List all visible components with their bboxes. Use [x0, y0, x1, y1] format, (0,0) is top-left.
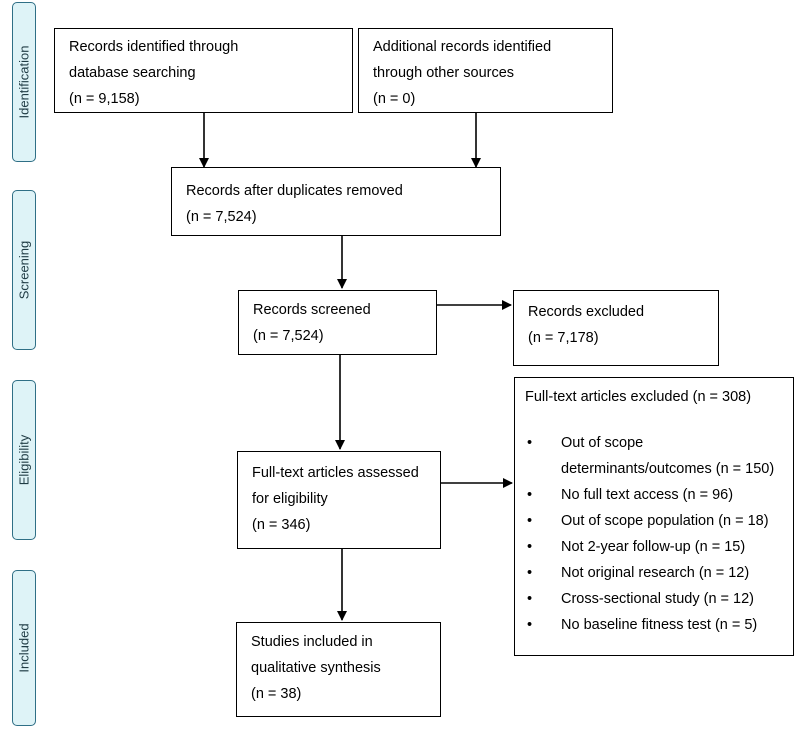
- fulltext-excluded-box: Full-text articles excluded (n = 308) • O…: [514, 377, 794, 656]
- records-after-duplicates-box: Records after duplicates removed (n = 7,…: [171, 167, 501, 236]
- studies-included-count: (n = 38): [251, 686, 302, 702]
- records-identified-other-box: Additional records identified through ot…: [358, 28, 613, 113]
- bullet-marker: •: [527, 539, 533, 555]
- fulltext-assessed-box: Full-text articles assessed for eligibil…: [237, 451, 441, 549]
- phase-included: Included: [12, 570, 36, 726]
- records-excluded-label: Records excluded: [528, 304, 645, 320]
- records-after-duplicates-label: Records after duplicates removed: [186, 183, 403, 199]
- exclusion-reason: • Not 2-year follow-up (n = 15): [525, 534, 779, 560]
- exclusion-reason-text: Not 2-year follow-up (n = 15): [561, 539, 746, 555]
- fulltext-assessed-line1: Full-text articles assessed: [252, 465, 419, 481]
- records-excluded-box: Records excluded (n = 7,178): [513, 290, 719, 366]
- records-screened-box: Records screened (n = 7,524): [238, 290, 437, 355]
- exclusion-reason-text: Out of scope population (n = 18): [561, 513, 769, 529]
- exclusion-reason-text: No full text access (n = 96): [561, 487, 734, 503]
- phase-eligibility: Eligibility: [12, 380, 36, 540]
- bullet-marker: •: [527, 617, 533, 633]
- records-identified-db-line1: Records identified through: [69, 39, 239, 55]
- studies-included-box: Studies included in qualitative synthesi…: [236, 622, 441, 717]
- records-screened-label: Records screened: [253, 302, 371, 318]
- fulltext-excluded-title: Full-text articles excluded (n = 308): [525, 389, 752, 405]
- bullet-marker: •: [527, 487, 533, 503]
- bullet-marker: •: [527, 565, 533, 581]
- bullet-marker: •: [527, 591, 533, 607]
- exclusion-reason-text: Cross-sectional study (n = 12): [561, 591, 755, 607]
- records-identified-db-line2: database searching: [69, 65, 196, 81]
- exclusion-reason-text: No baseline fitness test (n = 5): [561, 617, 758, 633]
- records-screened-count: (n = 7,524): [253, 328, 324, 344]
- bullet-marker: •: [527, 513, 533, 529]
- records-excluded-count: (n = 7,178): [528, 330, 599, 346]
- records-identified-db-box: Records identified through database sear…: [54, 28, 353, 113]
- exclusion-reason: • Out of scope: [525, 430, 779, 456]
- exclusion-reason-text: determinants/outcomes (n = 150): [561, 461, 775, 477]
- records-identified-other-line1: Additional records identified: [373, 39, 552, 55]
- records-identified-other-line2: through other sources: [373, 65, 515, 81]
- studies-included-line2: qualitative synthesis: [251, 660, 381, 676]
- phase-screening: Screening: [12, 190, 36, 350]
- exclusion-reason: • No baseline fitness test (n = 5): [525, 612, 779, 638]
- exclusion-reason: • Not original research (n = 12): [525, 560, 779, 586]
- fulltext-assessed-line2: for eligibility: [252, 491, 328, 507]
- exclusion-reasons-list: • Out of scope determinants/outcomes (n =…: [525, 430, 779, 638]
- records-after-duplicates-count: (n = 7,524): [186, 209, 257, 225]
- phase-identification: Identification: [12, 2, 36, 162]
- exclusion-reason: • Out of scope population (n = 18): [525, 508, 779, 534]
- exclusion-reason: • No full text access (n = 96): [525, 482, 779, 508]
- exclusion-reason-text: Not original research (n = 12): [561, 565, 750, 581]
- exclusion-reason: • Cross-sectional study (n = 12): [525, 586, 779, 612]
- exclusion-reason-continuation: determinants/outcomes (n = 150): [525, 456, 779, 482]
- exclusion-reason-text: Out of scope: [561, 435, 644, 451]
- bullet-marker: •: [527, 435, 533, 451]
- studies-included-line1: Studies included in: [251, 634, 373, 650]
- fulltext-assessed-count: (n = 346): [252, 517, 311, 533]
- records-identified-other-count: (n = 0): [373, 91, 416, 107]
- records-identified-db-count: (n = 9,158): [69, 91, 140, 107]
